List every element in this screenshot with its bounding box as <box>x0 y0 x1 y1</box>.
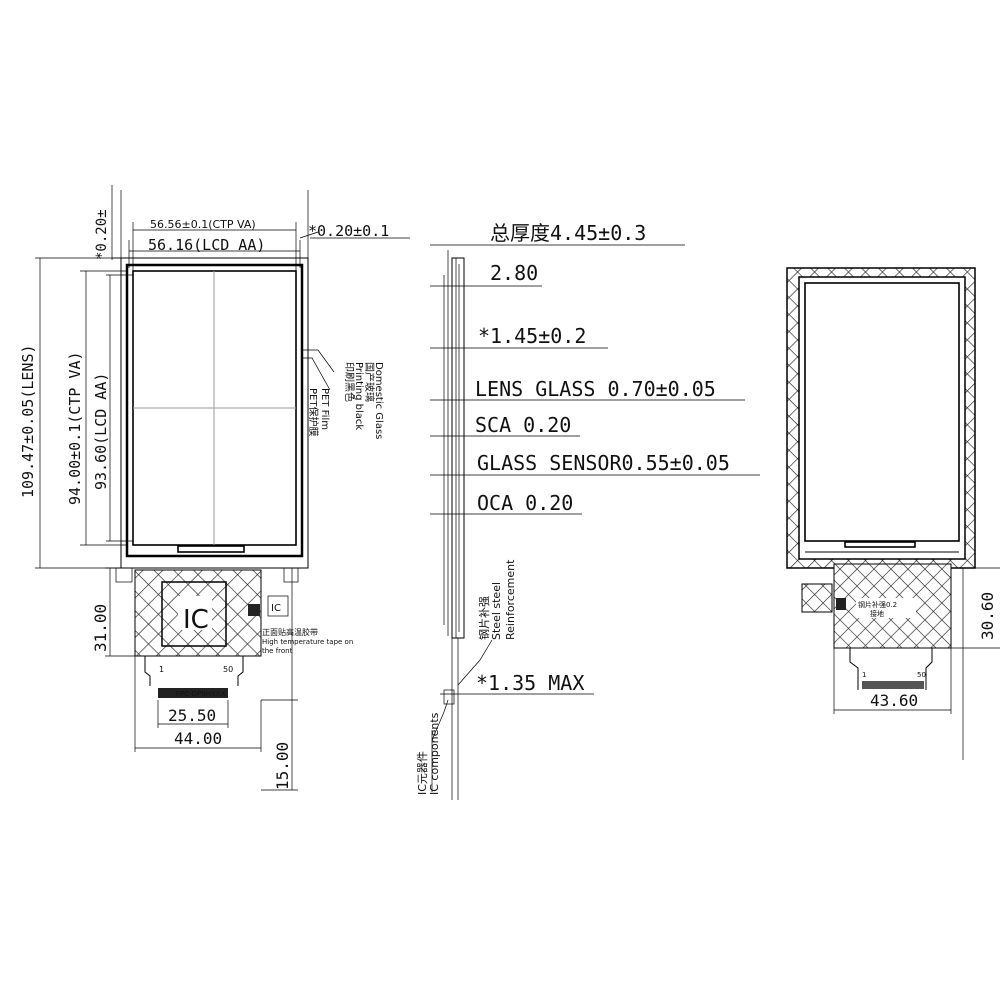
back-pin-end: 50 <box>917 671 926 679</box>
pin-end: 50 <box>223 665 233 674</box>
fpc-width: 44.00 <box>174 729 222 748</box>
ctp-va-width-label: 56.56±0.1(CTP VA) <box>150 218 256 231</box>
steel-en-2: Reinforcement <box>504 559 517 640</box>
fpc-height: 31.00 <box>91 604 110 652</box>
back-note-1: 钢片补强0.2 <box>858 600 897 609</box>
edge-tolerance-top: *0.20± <box>94 209 110 260</box>
lcd-aa-height-label: 93.60(LCD AA) <box>92 373 110 490</box>
side-view: 总厚度4.45±0.3 2.80 *1.45±0.2 LENS GLASS 0.… <box>416 221 760 800</box>
lcd-aa-width-label: 56.16(LCD AA) <box>148 236 265 254</box>
pet-en: PET Film <box>319 388 330 430</box>
back-fpc-height: 30.60 <box>978 592 997 640</box>
steel-en-1: Steel steel <box>490 582 503 640</box>
tape-en-2: the front <box>262 647 293 655</box>
dim-1-45: *1.45±0.2 <box>478 324 586 348</box>
fpc-tail-width: 25.50 <box>168 706 216 725</box>
printing-en: Printing black <box>353 362 364 430</box>
pin-start: 1 <box>159 665 164 674</box>
fpc-tail-length: 15.00 <box>273 742 292 790</box>
ic-en: IC components <box>428 712 441 795</box>
fpc-contacts <box>158 688 228 698</box>
back-fpc-width: 43.60 <box>870 691 918 710</box>
glass-cn: 国产玻璃 <box>363 362 376 402</box>
ctp-va-height-label: 94.00±0.1(CTP VA) <box>66 351 84 505</box>
edge-tolerance-right: *0.20±0.1 <box>308 222 389 240</box>
lens-glass-label: LENS GLASS 0.70±0.05 <box>475 377 716 401</box>
ic-small-label: IC <box>271 603 281 614</box>
pet-cn: PET保护膜 <box>307 388 320 436</box>
side-stack <box>451 257 465 639</box>
back-pin-start: 1 <box>862 671 866 679</box>
sca-label: SCA 0.20 <box>475 413 571 437</box>
steel-cn: 钢片补强 <box>478 596 491 640</box>
max-thickness: *1.35 MAX <box>476 671 584 695</box>
dim-2-80: 2.80 <box>490 261 538 285</box>
tape-en-1: High temperature tape on <box>262 638 353 646</box>
tape-cn: 正面贴高温胶带 <box>262 627 318 637</box>
lens-outline <box>120 257 309 569</box>
ic-label: IC <box>183 605 209 635</box>
back-fpc <box>833 563 952 649</box>
printing-cn: 印刷黑色 <box>343 362 356 402</box>
total-thickness: 总厚度4.45±0.3 <box>490 221 646 245</box>
front-view: 56.56±0.1(CTP VA) 56.16(LCD AA) *0.20±0.… <box>19 185 410 791</box>
ic-cn: IC元器件 <box>416 751 429 795</box>
back-view: 钢片补强0.2 接地 1 50 43.60 30.60 <box>786 267 1000 760</box>
back-contacts <box>862 681 924 689</box>
lens-height-label: 109.47±0.05(LENS) <box>19 344 37 498</box>
back-panel <box>804 282 960 542</box>
glass-sensor-label: GLASS SENSOR0.55±0.05 <box>477 451 730 475</box>
fpc-part-no: FPC-DP9HXXX <box>176 690 226 698</box>
glass-en: Domestic Glass <box>373 362 384 439</box>
back-note-2: 接地 <box>870 609 884 618</box>
oca-label: OCA 0.20 <box>477 491 573 515</box>
